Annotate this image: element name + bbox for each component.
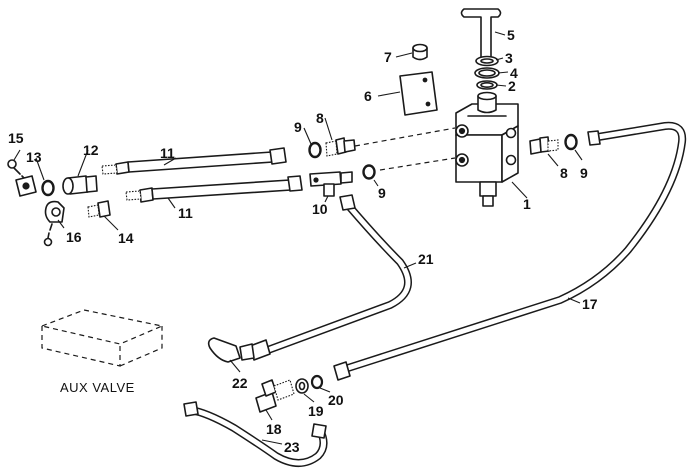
part-9-oring-center — [362, 164, 376, 180]
callout-19: 19 — [308, 403, 324, 419]
part-3-washer — [475, 55, 499, 67]
callout-8-right: 8 — [560, 165, 568, 181]
callout-12: 12 — [83, 142, 99, 158]
part-20-oring — [310, 374, 324, 390]
callout-13: 13 — [26, 149, 42, 165]
callout-16: 16 — [66, 229, 82, 245]
part-9-oring-right — [564, 133, 578, 151]
callout-9-upper: 9 — [294, 119, 302, 135]
callout-9-right: 9 — [580, 165, 588, 181]
part-1-valve-body — [455, 91, 519, 207]
callout-10: 10 — [312, 201, 328, 217]
callout-2: 2 — [508, 78, 516, 94]
callout-21: 21 — [418, 251, 434, 267]
callout-4: 4 — [510, 65, 518, 81]
aux-valve-box — [39, 309, 164, 367]
part-8-fitting-left — [325, 137, 356, 157]
part-5-t-handle — [460, 8, 502, 61]
part-21-hose — [249, 194, 412, 361]
callout-11-lower: 11 — [178, 205, 193, 221]
callout-5: 5 — [507, 27, 515, 43]
callout-7: 7 — [384, 49, 392, 65]
part-13-oring — [41, 179, 55, 197]
callout-14: 14 — [118, 230, 134, 246]
part-15-cap-chain — [7, 159, 37, 197]
part-16-plug-chain — [43, 200, 65, 247]
part-7-bushing — [412, 43, 428, 61]
part-8-fitting-right — [529, 136, 559, 155]
aux-valve-label: AUX VALVE — [60, 380, 135, 395]
part-12-coupling — [62, 175, 98, 195]
callout-18: 18 — [266, 421, 282, 437]
part-2-ring — [476, 80, 498, 90]
callout-11-upper: 11 — [160, 145, 175, 161]
part-14-fitting — [87, 200, 111, 218]
callout-22: 22 — [232, 375, 248, 391]
callout-15: 15 — [8, 130, 24, 146]
callout-1: 1 — [523, 196, 531, 212]
part-23-hose — [183, 401, 328, 467]
callout-17: 17 — [582, 296, 598, 312]
part-17-long-hose — [333, 121, 687, 381]
callout-8-left: 8 — [316, 110, 324, 126]
callout-20: 20 — [328, 392, 344, 408]
part-18-fitting — [255, 379, 295, 413]
part-22-elbow — [207, 337, 255, 363]
part-19-washer — [295, 378, 309, 394]
part-10-tee-fitting — [309, 171, 353, 197]
part-4-ring — [474, 67, 500, 79]
callout-9-center: 9 — [378, 185, 386, 201]
part-9-oring-upper — [308, 141, 322, 159]
callout-6: 6 — [364, 88, 372, 104]
callout-23: 23 — [284, 439, 300, 455]
part-6-plate — [399, 71, 438, 116]
part-11-tube-upper — [101, 147, 287, 175]
part-11-tube-lower — [125, 175, 303, 203]
callout-3: 3 — [505, 50, 513, 66]
